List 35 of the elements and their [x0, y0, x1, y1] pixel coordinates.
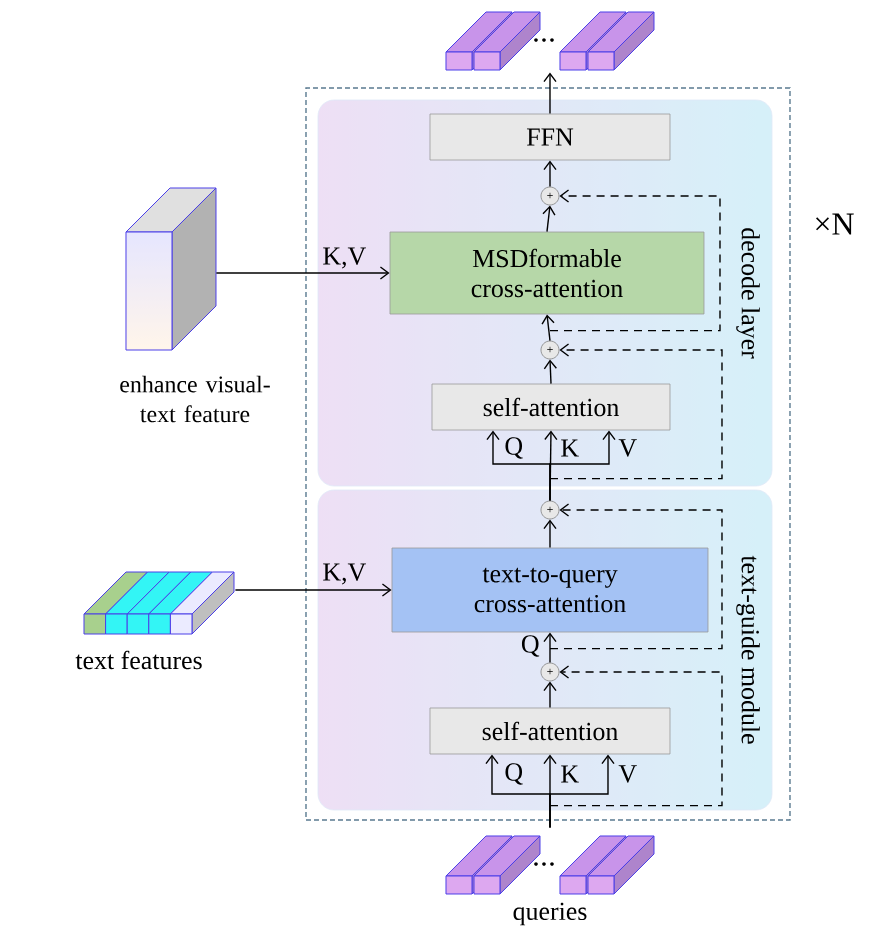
arrow	[549, 343, 723, 480]
edge-label: V	[618, 765, 637, 783]
arrow	[549, 189, 721, 332]
node-label: queries	[513, 902, 587, 926]
arrow	[543, 160, 557, 188]
attention-box: text-to-query cross-attention	[391, 547, 709, 633]
arrow	[549, 665, 723, 807]
arrow	[543, 359, 558, 385]
arrow	[543, 681, 557, 709]
node-label: text features	[75, 650, 202, 670]
edge-label: V	[618, 439, 637, 457]
attention-box: MSDformable cross-attention	[389, 231, 705, 315]
node-label: enhance visual-text feature	[120, 375, 270, 423]
edge-label: K	[561, 765, 579, 783]
edge-label: Q	[521, 635, 540, 657]
arrow	[549, 503, 723, 650]
arrow	[234, 583, 392, 597]
attention-box: FFN	[429, 113, 671, 161]
attention-box: self-attention	[431, 383, 671, 431]
arrow	[543, 72, 557, 115]
edge-label: K,V	[323, 247, 366, 269]
repeat-count: ×N	[816, 213, 854, 235]
attention-box: self-attention	[429, 707, 671, 755]
arrow	[543, 632, 557, 664]
edge-label: K,V	[323, 563, 366, 585]
query-tokens-drawing	[445, 11, 655, 71]
edge-label: Q	[505, 437, 523, 459]
arrow	[549, 754, 615, 829]
arrow	[541, 314, 555, 342]
arrow	[542, 205, 556, 233]
edge-label: Q	[505, 763, 523, 785]
edge-label: K	[561, 439, 579, 457]
arrow	[215, 266, 390, 280]
arrow	[549, 430, 616, 502]
arrow	[543, 519, 557, 549]
